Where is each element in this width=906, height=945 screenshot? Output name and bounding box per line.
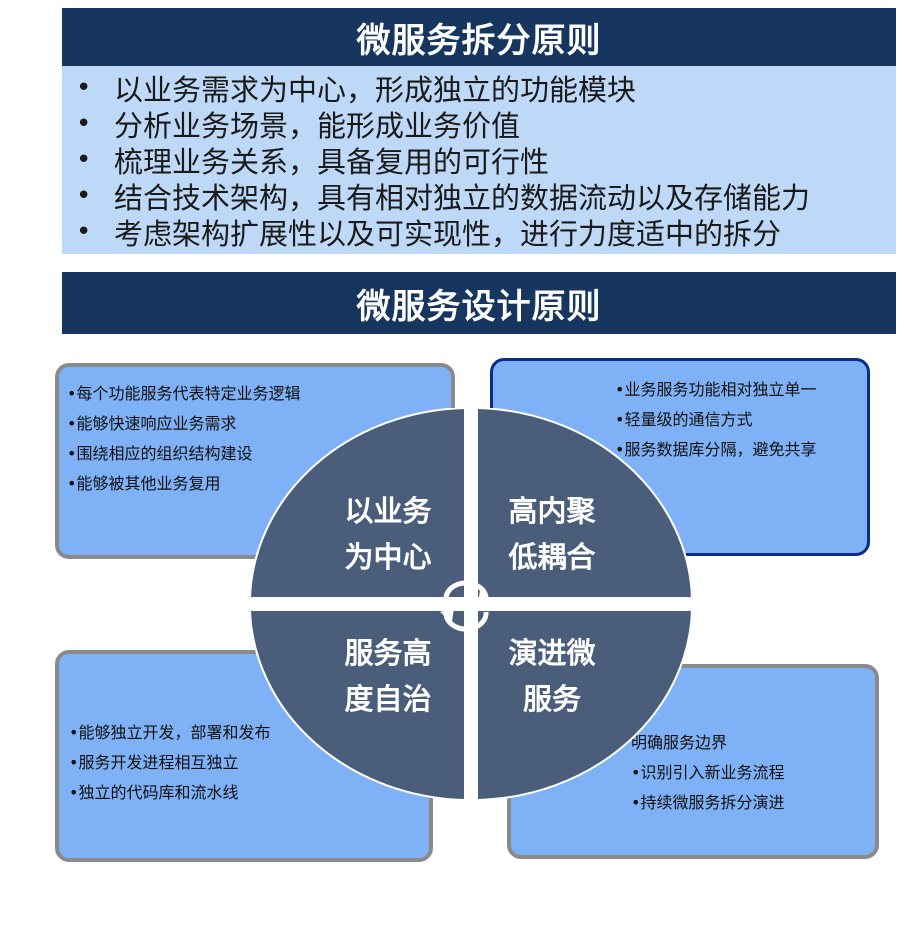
- card-item: •持续微服务拆分演进: [631, 793, 785, 812]
- card-item: •能够快速响应业务需求: [67, 414, 237, 433]
- list-item: •考虑架构扩展性以及可实现性，进行力度适中的拆分: [76, 217, 782, 251]
- quadrant-label-business-centered: 以业务 为中心: [344, 494, 432, 574]
- card-item: 明确服务边界: [631, 733, 728, 752]
- list-item: •结合技术架构，具有相对独立的数据流动以及存储能力: [76, 181, 811, 215]
- list-item: •以业务需求为中心，形成独立的功能模块: [76, 73, 637, 107]
- card-item: •独立的代码库和流水线: [69, 783, 239, 802]
- split-principles-title: 微服务拆分原则: [62, 8, 896, 66]
- quadrant-bottom-right: [476, 609, 692, 800]
- cycle-arrows-icon: [440, 580, 492, 632]
- card-item: •服务开发进程相互独立: [69, 753, 239, 772]
- design-principles-title: 微服务设计原则: [62, 272, 896, 334]
- quadrant-top-left: [250, 408, 466, 599]
- quadrant-label-autonomy: 服务高 度自治: [344, 636, 432, 716]
- quadrant-label-high-cohesion: 高内聚 低耦合: [508, 494, 596, 574]
- principles-circle: [250, 408, 692, 800]
- quadrant-top-right: [476, 408, 692, 599]
- quadrant-label-evolution: 演进微 服务: [508, 636, 596, 716]
- card-item: •轻量级的通信方式: [615, 410, 753, 429]
- quadrant-bottom-left: [250, 609, 466, 800]
- split-principles-list: •以业务需求为中心，形成独立的功能模块 •分析业务场景，能形成业务价值 •梳理业…: [62, 66, 896, 254]
- card-item: •能够被其他业务复用: [67, 474, 221, 493]
- list-item: •梳理业务关系，具备复用的可行性: [76, 145, 550, 179]
- card-item: •能够独立开发，部署和发布: [69, 723, 271, 742]
- card-item: •围绕相应的组织结构建设: [67, 444, 253, 463]
- card-item: •业务服务功能相对独立单一: [615, 380, 817, 399]
- card-item: •识别引入新业务流程: [631, 763, 785, 782]
- list-item: •分析业务场景，能形成业务价值: [76, 109, 521, 143]
- card-item: •服务数据库分隔，避免共享: [615, 440, 817, 459]
- card-item: •每个功能服务代表特定业务逻辑: [67, 384, 301, 403]
